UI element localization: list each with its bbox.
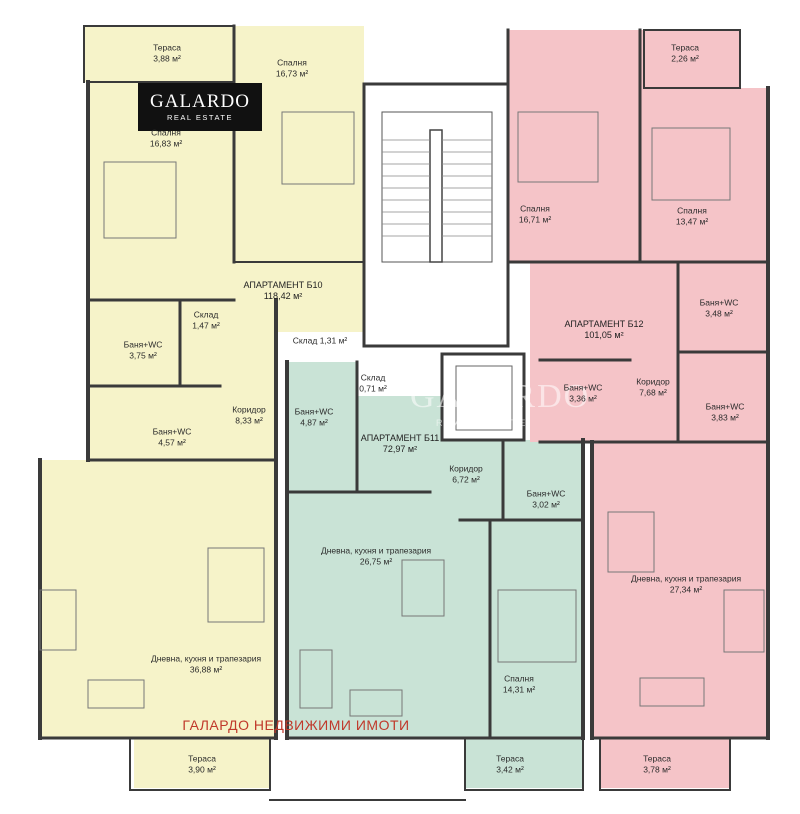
- apartment-area: 72,97 м²: [382, 444, 418, 454]
- walls: [38, 24, 770, 801]
- apartment-b11-label: АПАРТАМЕНТ Б11 72,97 м²: [361, 433, 439, 456]
- logo-brand: GALARDO: [150, 91, 250, 112]
- apartment-b10-label: АПАРТАМЕНТ Б10 118,42 м²: [243, 280, 322, 303]
- furniture: [39, 111, 765, 717]
- apartment-name: АПАРТАМЕНТ Б10: [243, 279, 323, 290]
- room-label: Склад 1,31 м²: [292, 335, 348, 346]
- apartment-area: 101,05 м²: [584, 330, 624, 340]
- galardo-logo: GALARDO REAL ESTATE: [138, 83, 262, 131]
- agency-watermark: ГАЛАРДО НЕДВИЖИМИ ИМОТИ: [182, 717, 410, 733]
- center-watermark-subtitle: REAL ESTATE: [436, 418, 529, 428]
- center-watermark-brand: GALARDO: [410, 378, 591, 415]
- logo-subtitle: REAL ESTATE: [167, 113, 233, 122]
- apartment-b10-area: [40, 26, 364, 788]
- apartment-name: АПАРТАМЕНТ Б11: [360, 432, 440, 443]
- apartment-name: АПАРТАМЕНТ Б12: [564, 318, 644, 329]
- stair-core: [362, 82, 526, 442]
- apartment-area: 118,42 м²: [263, 291, 303, 301]
- apartment-b12-label: АПАРТАМЕНТ Б12 101,05 м²: [564, 319, 643, 342]
